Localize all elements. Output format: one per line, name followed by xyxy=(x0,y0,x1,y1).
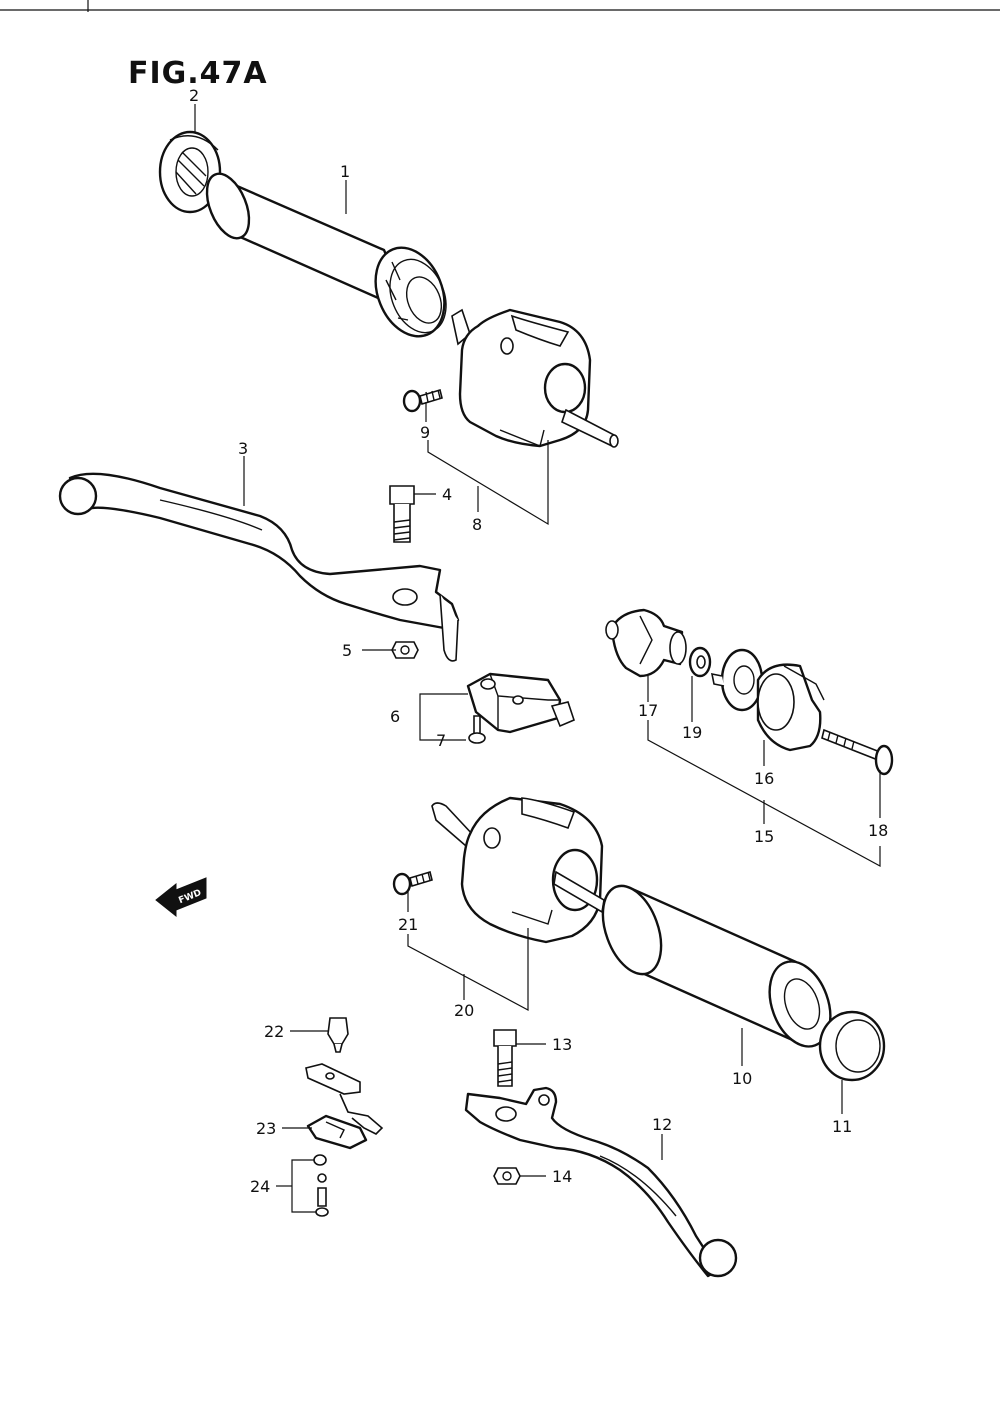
callout-23: 23 xyxy=(256,1119,276,1138)
callout-11: 11 xyxy=(832,1117,852,1136)
part-2-grip-end xyxy=(158,130,222,214)
part-23-bracket-clamp xyxy=(306,1114,368,1150)
callout-3: 3 xyxy=(238,439,248,458)
callout-8: 8 xyxy=(472,515,482,534)
part-3-lever xyxy=(58,472,460,662)
callout-21: 21 xyxy=(398,915,418,934)
part-10-throttle-grip xyxy=(601,884,832,1048)
callout-20: 20 xyxy=(454,1001,474,1020)
callout-numbers: 1 2 3 4 5 6 7 8 9 10 11 12 13 14 15 16 1… xyxy=(189,86,888,1196)
part-7-screw xyxy=(468,715,486,744)
callout-9: 9 xyxy=(420,423,430,442)
part-6-stop-switch xyxy=(466,672,575,734)
callout-17: 17 xyxy=(638,701,658,720)
part-20-switch-housing-lower xyxy=(431,796,605,944)
bracket-plate-upper xyxy=(305,1063,384,1135)
callout-24: 24 xyxy=(250,1177,270,1196)
callout-2: 2 xyxy=(189,86,199,105)
figure-title: FIG.47A xyxy=(128,56,268,91)
part-12-lever xyxy=(464,1086,738,1278)
leader-lines xyxy=(194,104,881,1213)
callout-4: 4 xyxy=(442,485,452,504)
part-1-handlebar-grip xyxy=(205,172,447,338)
callout-16: 16 xyxy=(754,769,774,788)
callout-18: 18 xyxy=(868,821,888,840)
callout-10: 10 xyxy=(732,1069,752,1088)
callout-19: 19 xyxy=(682,723,702,742)
part-14-nut xyxy=(493,1167,521,1185)
part-16-throttle-housing xyxy=(756,663,825,752)
fwd-arrow-icon: FWD xyxy=(155,877,207,918)
throttle-inner-drum xyxy=(710,648,764,712)
callout-5: 5 xyxy=(342,641,352,660)
part-19-washer xyxy=(688,646,712,678)
part-18-screw xyxy=(821,728,894,776)
callout-22: 22 xyxy=(264,1022,284,1041)
part-13-bolt xyxy=(493,1029,517,1087)
part-9-screw xyxy=(402,388,443,413)
part-24-screw-set xyxy=(313,1154,329,1217)
callout-12: 12 xyxy=(652,1115,672,1134)
part-22-switch-pin xyxy=(327,1017,349,1053)
callout-7: 7 xyxy=(436,731,446,750)
callout-6: 6 xyxy=(390,707,400,726)
callout-14: 14 xyxy=(552,1167,572,1186)
callout-15: 15 xyxy=(754,827,774,846)
part-8-switch-housing-upper xyxy=(451,308,619,448)
callout-1: 1 xyxy=(340,162,350,181)
part-21-screw xyxy=(392,870,433,896)
part-17-throttle-pipe xyxy=(605,608,687,678)
part-4-bolt xyxy=(389,485,415,543)
callout-13: 13 xyxy=(552,1035,572,1054)
part-11-grip-end-cap xyxy=(818,1010,886,1082)
